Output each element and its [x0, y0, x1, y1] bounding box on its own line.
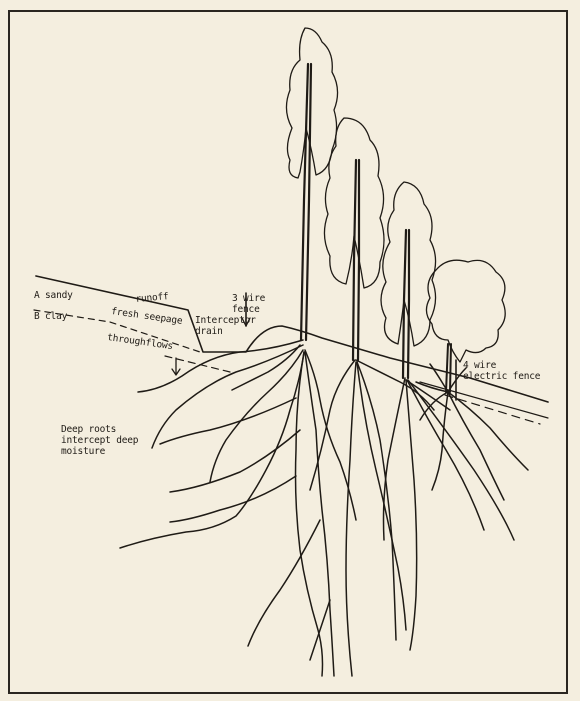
root-line	[248, 520, 320, 646]
root-line	[357, 362, 406, 630]
tree-middle-trunk	[353, 160, 359, 360]
tree-tall-canopy	[286, 28, 337, 178]
interceptor-drain-label: Interceptor drain	[195, 315, 256, 337]
three-wire-fence-label: 3 wire fence	[232, 293, 265, 315]
tree-tall	[286, 28, 337, 340]
root-line	[406, 380, 417, 650]
root-line	[296, 352, 323, 676]
deep-roots-label: Deep roots intercept deep moisture	[61, 424, 138, 457]
subsoil-dash-line	[445, 395, 540, 424]
tree-tall-trunk	[301, 64, 311, 340]
root-system	[120, 340, 528, 676]
root-line	[120, 352, 304, 548]
four-wire-fence-label: 4 wire electric fence	[463, 360, 540, 382]
root-line	[346, 362, 356, 676]
subsoil-layer-lines	[420, 382, 548, 418]
root-line	[152, 345, 303, 448]
tree-right-trunk	[403, 230, 409, 378]
a-horizon-label: A sandy	[34, 290, 73, 301]
b-horizon-label: B clay	[34, 311, 67, 322]
root-line	[170, 476, 296, 522]
tree-bush-trunk	[446, 344, 451, 392]
tree-middle	[324, 118, 384, 360]
root-line	[407, 380, 484, 530]
throughflow-arrow	[172, 358, 180, 375]
tree-bush-canopy	[426, 260, 505, 362]
tree-right	[381, 182, 436, 378]
root-line	[310, 600, 330, 660]
root-line	[310, 360, 355, 490]
drain-seepage-line	[165, 356, 230, 372]
root-line	[448, 392, 528, 470]
